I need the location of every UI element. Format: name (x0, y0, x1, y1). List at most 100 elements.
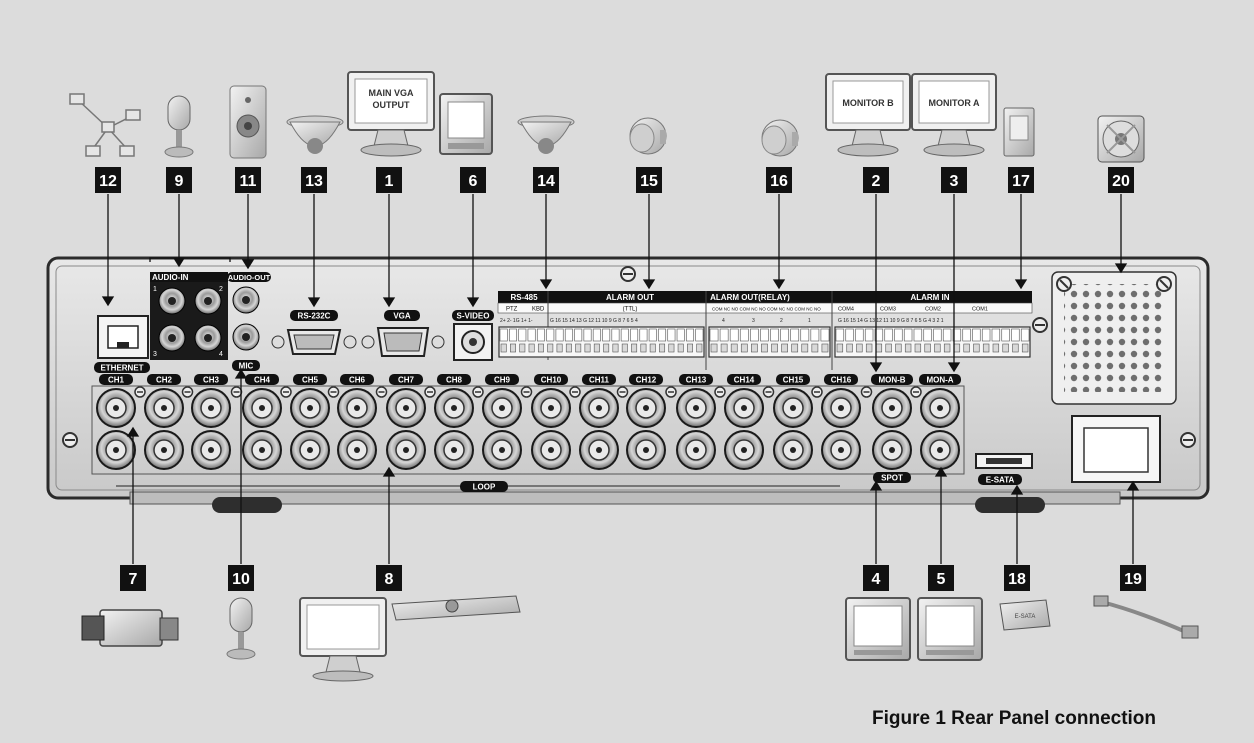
bnc-input-connector[interactable] (676, 388, 716, 428)
bnc-input-connector[interactable] (337, 388, 377, 428)
bnc-input-connector[interactable] (773, 388, 813, 428)
bnc-loop-connector[interactable] (821, 430, 861, 470)
rs232c-port[interactable] (271, 329, 357, 355)
bnc-input-connector[interactable] (144, 388, 184, 428)
bnc-input-connector[interactable] (191, 388, 231, 428)
bnc-input-connector[interactable] (579, 388, 619, 428)
bnc-input-connector[interactable] (290, 388, 330, 428)
terminal-contact[interactable] (509, 328, 517, 353)
bnc-input-connector[interactable] (386, 388, 426, 428)
terminal-contact[interactable] (962, 328, 971, 353)
terminal-contact[interactable] (667, 328, 676, 353)
esata-port[interactable] (975, 453, 1033, 469)
bnc-input-connector[interactable] (821, 388, 861, 428)
terminal-contact[interactable] (874, 328, 884, 353)
bnc-input-connector[interactable] (96, 388, 136, 428)
terminal-contact[interactable] (499, 328, 508, 353)
terminal-contact[interactable] (639, 328, 648, 353)
bnc-loop-connector[interactable] (872, 430, 912, 470)
terminal-contact[interactable] (800, 328, 810, 353)
terminal-contact[interactable] (546, 328, 555, 353)
terminal-contact[interactable] (845, 328, 854, 353)
terminal-contact[interactable] (923, 328, 932, 353)
bnc-loop-connector[interactable] (290, 430, 330, 470)
terminal-contact[interactable] (695, 328, 704, 353)
terminal-contact[interactable] (658, 328, 667, 353)
terminal-blocks[interactable] (498, 326, 1031, 358)
bnc-loop-connector[interactable] (676, 430, 716, 470)
terminal-contact[interactable] (709, 328, 719, 353)
terminal-contact[interactable] (894, 328, 903, 353)
bnc-input-connector[interactable] (531, 388, 571, 428)
terminal-contact[interactable] (913, 328, 923, 353)
terminal-contact[interactable] (518, 328, 527, 353)
terminal-contact[interactable] (676, 328, 685, 353)
terminal-contact[interactable] (933, 328, 942, 353)
bnc-input-connector[interactable] (242, 388, 282, 428)
bnc-loop-connector[interactable] (626, 430, 666, 470)
terminal-contact[interactable] (564, 328, 573, 353)
terminal-contact[interactable] (686, 328, 694, 353)
bnc-input-connector[interactable] (434, 388, 474, 428)
terminal-contact[interactable] (820, 328, 830, 353)
terminal-contact[interactable] (760, 328, 769, 353)
bnc-loop-connector[interactable] (531, 430, 571, 470)
terminal-contact[interactable] (991, 328, 1001, 353)
bnc-loop-connector[interactable] (920, 430, 960, 470)
bnc-input-connector[interactable] (482, 388, 522, 428)
audio-in-jack-2[interactable] (194, 287, 222, 315)
mic-jack[interactable] (232, 323, 260, 351)
audio-in-jack-3[interactable] (158, 324, 186, 352)
terminal-contact[interactable] (739, 328, 749, 353)
bnc-loop-connector[interactable] (144, 430, 184, 470)
terminal-contact[interactable] (972, 328, 981, 353)
terminal-contact[interactable] (1011, 328, 1020, 353)
terminal-contact[interactable] (648, 328, 657, 353)
bnc-input-connector[interactable] (626, 388, 666, 428)
bnc-loop-connector[interactable] (96, 430, 136, 470)
bnc-loop-connector[interactable] (386, 430, 426, 470)
terminal-contact[interactable] (611, 328, 620, 353)
terminal-contact[interactable] (1001, 328, 1010, 353)
terminal-contact[interactable] (583, 328, 592, 353)
terminal-contact[interactable] (527, 328, 536, 353)
terminal-contact[interactable] (750, 328, 759, 353)
terminal-contact[interactable] (620, 328, 629, 353)
terminal-contact[interactable] (602, 328, 611, 353)
bnc-loop-connector[interactable] (337, 430, 377, 470)
terminal-contact[interactable] (1020, 328, 1030, 353)
ethernet-port[interactable] (97, 315, 149, 359)
terminal-contact[interactable] (719, 328, 729, 353)
terminal-contact[interactable] (555, 328, 564, 353)
bnc-loop-connector[interactable] (482, 430, 522, 470)
terminal-contact[interactable] (903, 328, 913, 353)
svideo-port[interactable] (453, 323, 493, 361)
terminal-contact[interactable] (574, 328, 583, 353)
terminal-contact[interactable] (592, 328, 601, 353)
terminal-contact[interactable] (884, 328, 893, 353)
terminal-contact[interactable] (780, 328, 789, 353)
terminal-contact[interactable] (729, 328, 739, 353)
terminal-contact[interactable] (810, 328, 820, 353)
bnc-loop-connector[interactable] (579, 430, 619, 470)
audio-in-jack-1[interactable] (158, 287, 186, 315)
bnc-loop-connector[interactable] (724, 430, 764, 470)
terminal-contact[interactable] (835, 328, 845, 353)
bnc-input-connector[interactable] (872, 388, 912, 428)
vga-port[interactable] (361, 327, 445, 357)
terminal-contact[interactable] (942, 328, 952, 353)
terminal-contact[interactable] (855, 328, 864, 353)
bnc-input-connector[interactable] (724, 388, 764, 428)
terminal-contact[interactable] (864, 328, 874, 353)
terminal-contact[interactable] (981, 328, 991, 353)
terminal-contact[interactable] (770, 328, 779, 353)
terminal-contact[interactable] (630, 328, 639, 353)
bnc-loop-connector[interactable] (242, 430, 282, 470)
power-inlet[interactable] (1071, 415, 1161, 483)
audio-in-jack-4[interactable] (194, 324, 222, 352)
bnc-input-connector[interactable] (920, 388, 960, 428)
bnc-loop-connector[interactable] (191, 430, 231, 470)
bnc-loop-connector[interactable] (434, 430, 474, 470)
bnc-loop-connector[interactable] (773, 430, 813, 470)
terminal-contact[interactable] (790, 328, 800, 353)
